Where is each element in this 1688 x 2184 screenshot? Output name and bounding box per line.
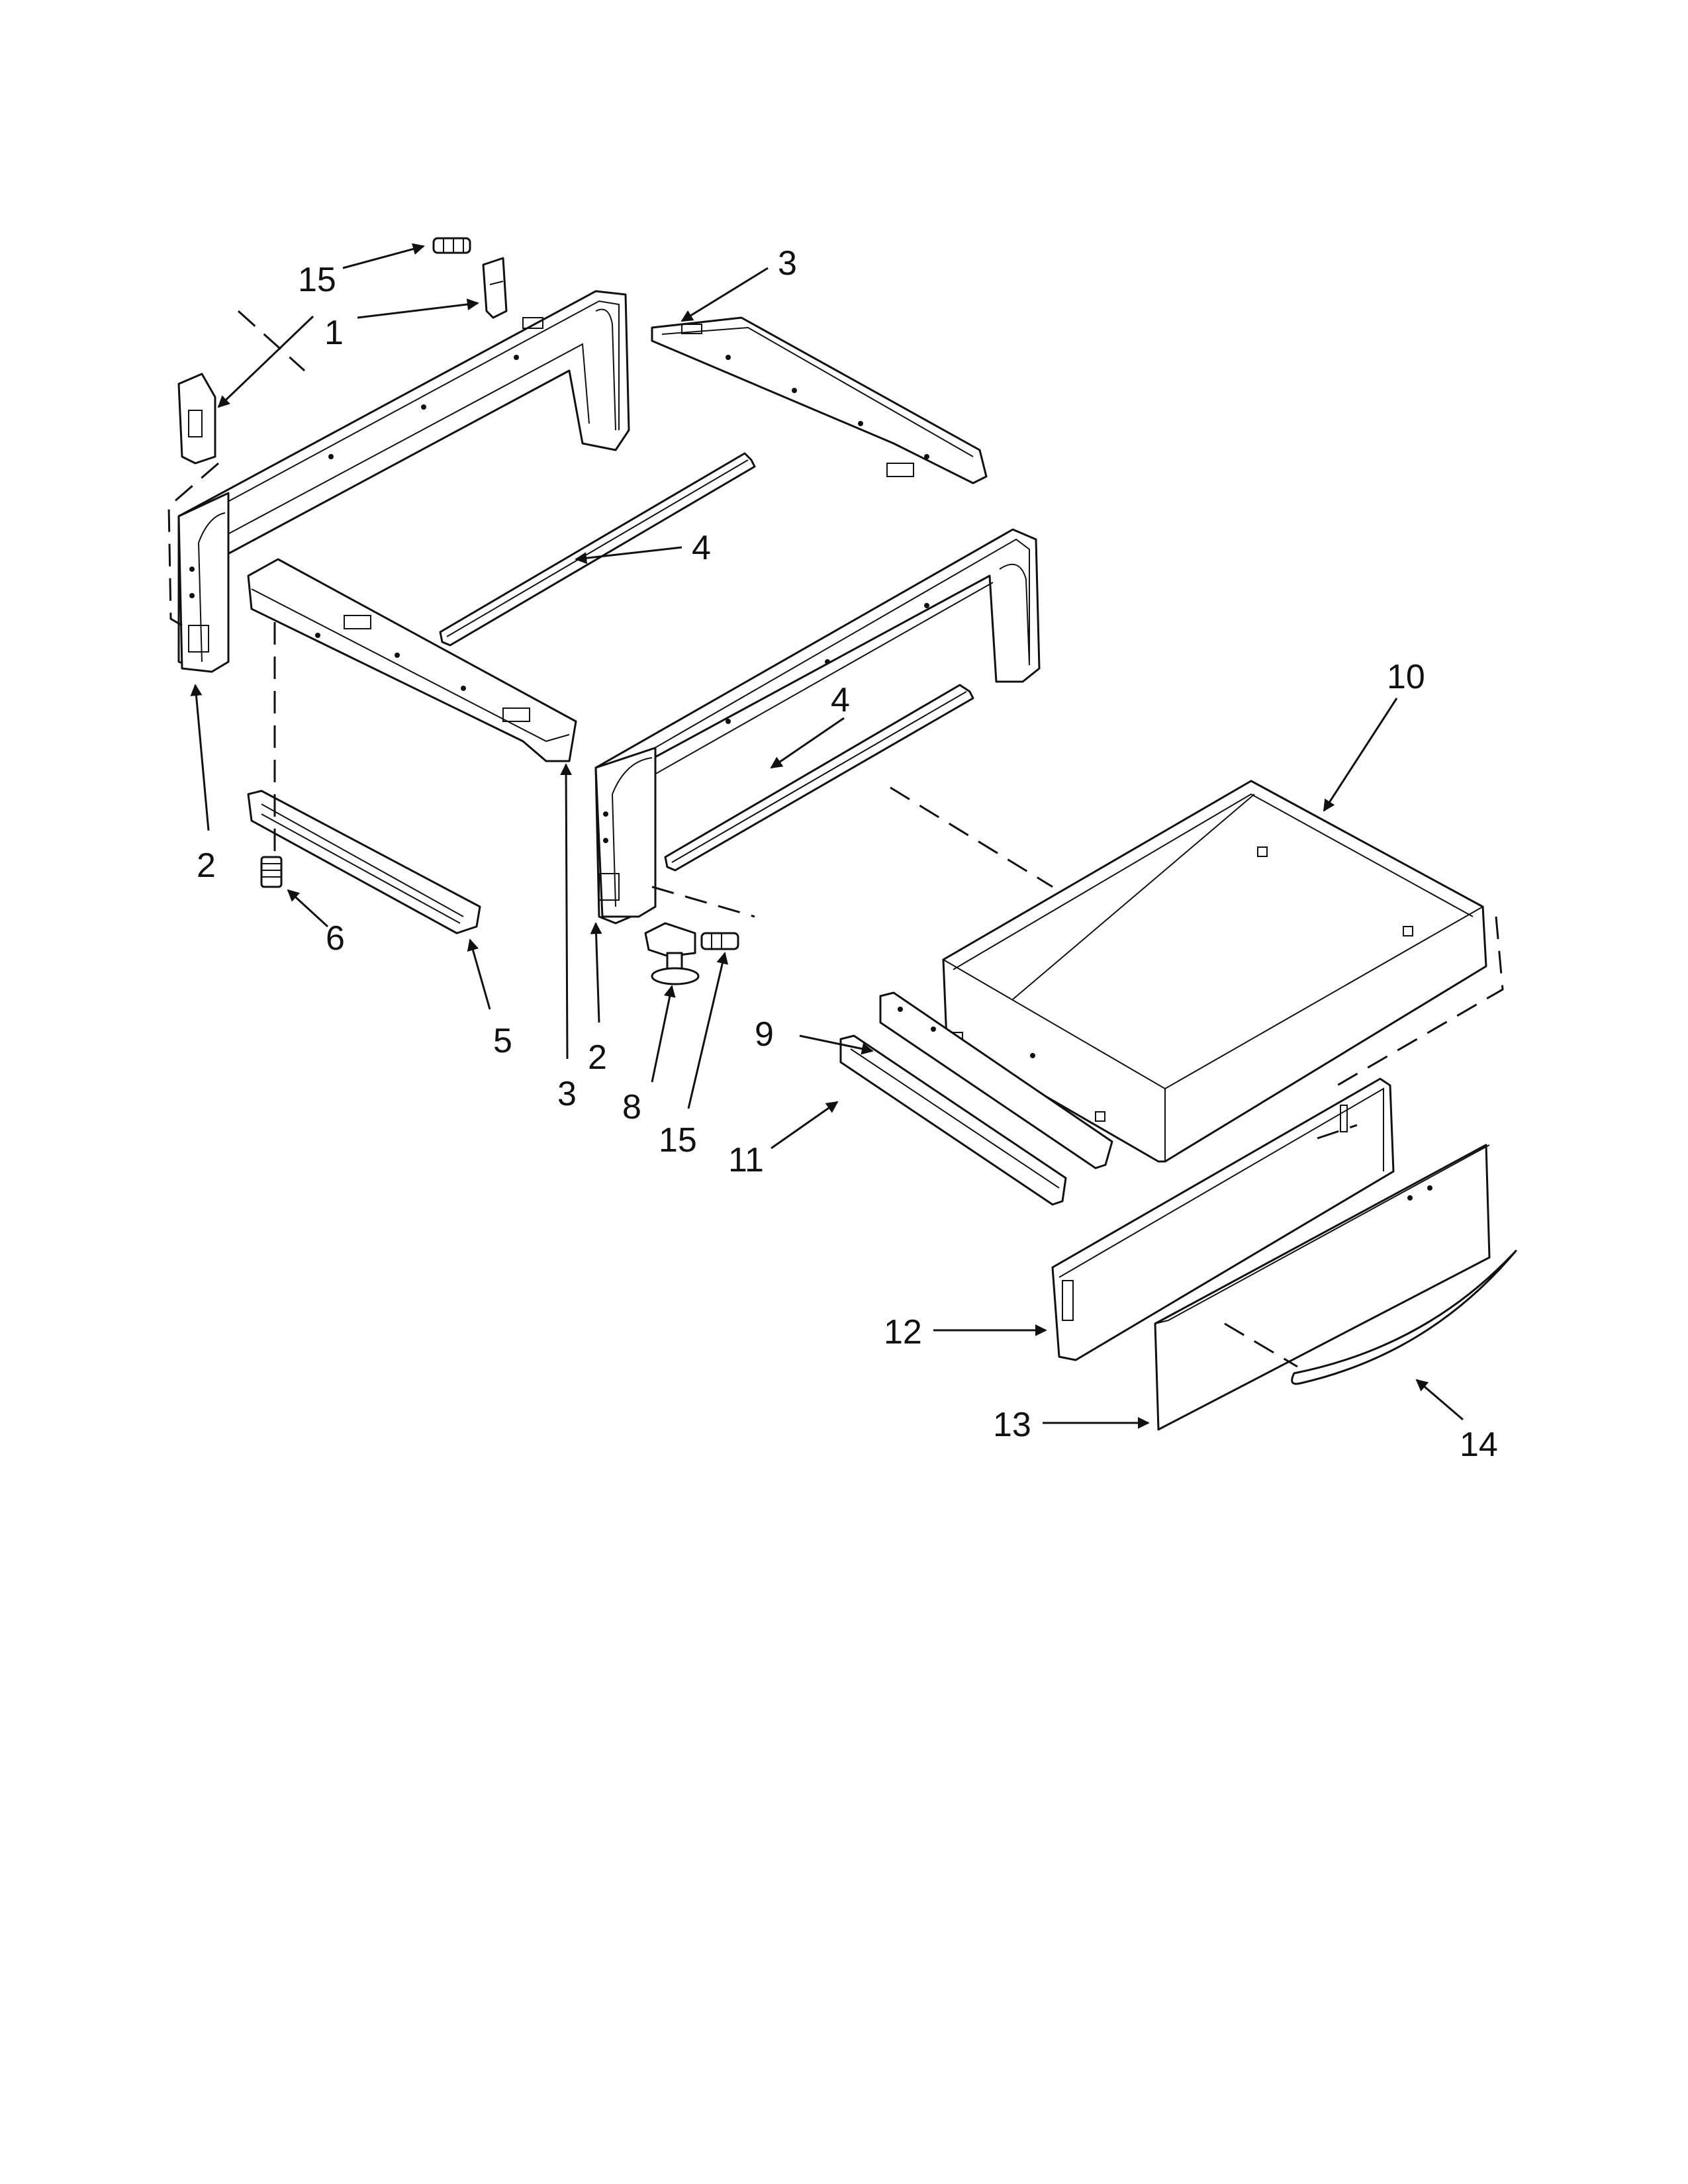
callout-4: 4 <box>692 529 711 567</box>
upper-bracket-part <box>482 257 508 319</box>
screw-part <box>432 237 471 254</box>
callout-10: 10 <box>1387 658 1425 696</box>
callout-1: 1 <box>324 314 344 352</box>
callout-2: 2 <box>588 1038 607 1077</box>
callout-9: 9 <box>755 1015 774 1054</box>
rear-bracket-part <box>177 373 216 465</box>
callout-labels: 15 1 3 4 2 4 10 6 5 3 2 8 15 9 11 12 13 … <box>197 244 1498 1464</box>
callout-11: 11 <box>728 1141 764 1179</box>
callout-4: 4 <box>831 681 850 719</box>
callout-8: 8 <box>622 1088 641 1126</box>
rear-rail-part <box>651 316 988 484</box>
leveling-leg-part <box>644 922 700 985</box>
leader-lines <box>190 243 1464 1429</box>
callout-3: 3 <box>778 244 797 283</box>
right-side-rail-part <box>594 528 1041 925</box>
callout-3: 3 <box>557 1075 577 1113</box>
drawer-front-panel-part <box>1154 1144 1491 1431</box>
front-cross-member-part <box>247 558 577 762</box>
drawer-inner-front-part <box>1051 1077 1395 1361</box>
callout-14: 14 <box>1460 1426 1498 1464</box>
callout-2: 2 <box>197 846 216 885</box>
leveler-foot-part <box>260 856 283 888</box>
left-side-rail-part <box>177 290 630 670</box>
drawer-slide-part <box>839 1034 1067 1206</box>
front-right-leg-part <box>594 747 657 918</box>
callout-15: 15 <box>659 1121 697 1160</box>
callout-13: 13 <box>993 1406 1031 1444</box>
leveling-screw-part <box>700 932 739 950</box>
assembly-dash-lines <box>167 310 1504 1368</box>
lower-slide-part <box>247 790 481 934</box>
center-support-rail-rear <box>439 452 756 647</box>
drawer-slide-bracket-part <box>879 991 1113 1169</box>
center-support-rail-front <box>664 684 974 872</box>
callout-5: 5 <box>493 1022 512 1060</box>
callout-6: 6 <box>326 919 345 958</box>
drawer-handle-part <box>1291 1250 1517 1385</box>
callout-15: 15 <box>298 261 336 299</box>
front-left-leg-part <box>177 492 230 673</box>
callout-12: 12 <box>884 1313 922 1351</box>
